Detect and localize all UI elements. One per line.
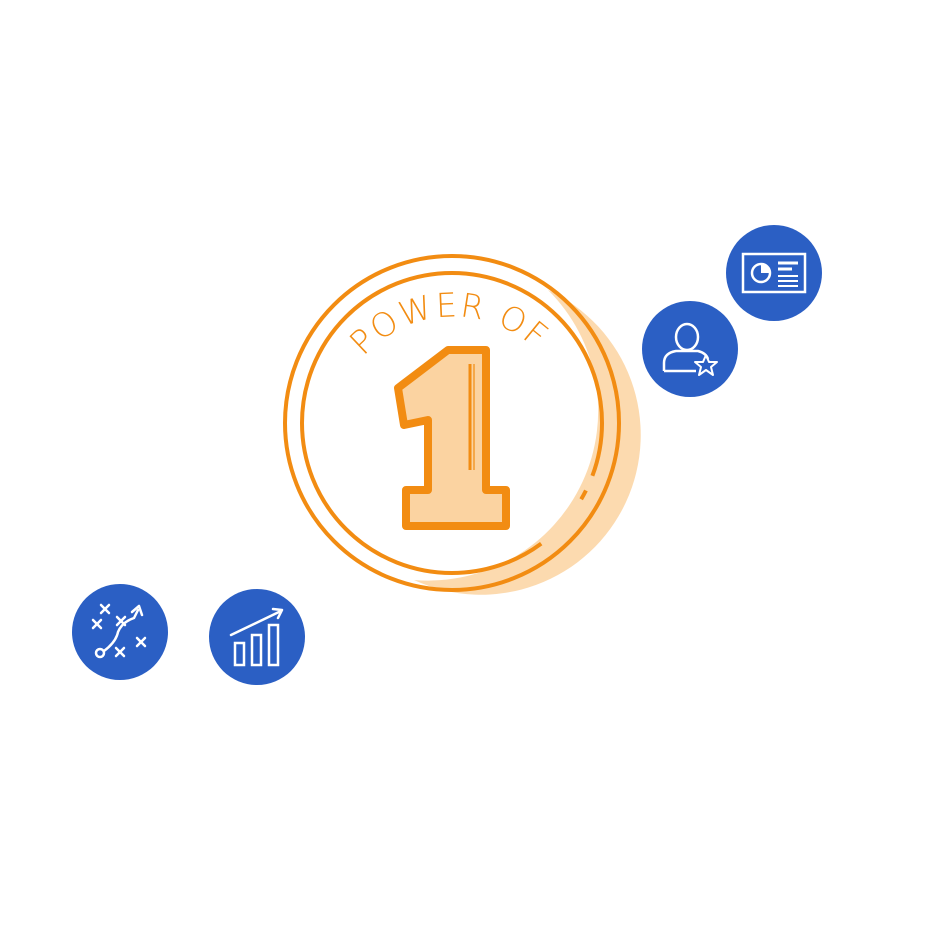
numeral-one-shape [394, 346, 510, 530]
badge-outer-ring [283, 254, 621, 592]
strategy-play-icon [72, 584, 168, 680]
badge-inner-ring [300, 271, 604, 575]
badge-shading [414, 290, 641, 595]
power-of-one-badge: POWER OF 1 [283, 254, 641, 595]
dashboard-report-icon [726, 225, 822, 321]
user-star-icon [642, 301, 738, 397]
numeral-one: 1 [394, 346, 510, 530]
growth-chart-icon [209, 589, 305, 685]
